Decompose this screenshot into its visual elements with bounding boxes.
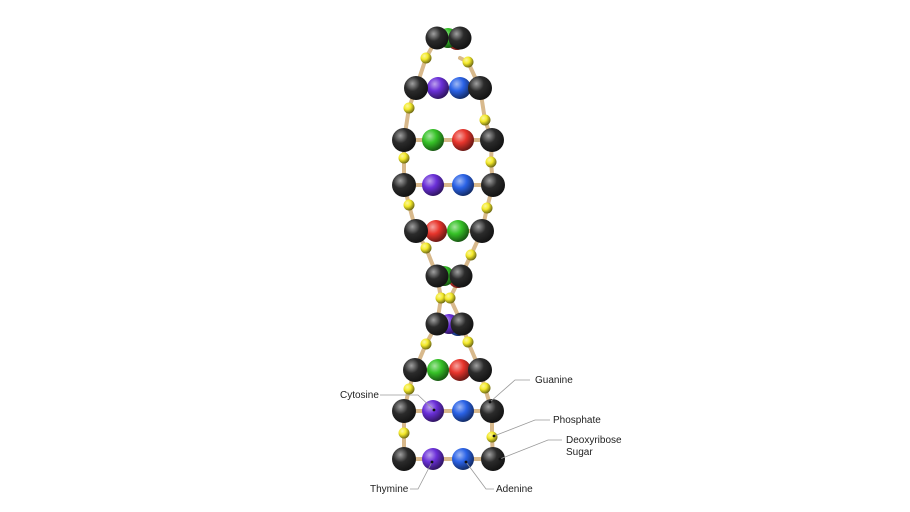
phosphate-ball bbox=[486, 431, 498, 443]
deoxyribose-sugar bbox=[470, 219, 494, 243]
deoxyribose-sugar bbox=[481, 447, 505, 471]
deoxyribose-sugar bbox=[468, 76, 492, 100]
phosphate-ball bbox=[420, 338, 432, 350]
base-thymine bbox=[422, 129, 444, 151]
leader-guanine bbox=[489, 379, 530, 403]
phosphate-ball bbox=[481, 202, 493, 214]
phosphate-ball bbox=[403, 102, 415, 114]
phosphate-ball bbox=[420, 52, 432, 64]
deoxyribose-sugar bbox=[480, 128, 504, 152]
deoxyribose-sugar bbox=[481, 173, 505, 197]
label-phosphate: Phosphate bbox=[553, 415, 601, 426]
base-cytosine bbox=[422, 400, 444, 422]
leader-thymine bbox=[410, 461, 433, 490]
base-cytosine bbox=[427, 77, 449, 99]
labels: Cytosine Guanine Phosphate Deoxyribose S… bbox=[340, 375, 622, 495]
base-guanine bbox=[452, 400, 474, 422]
leader-lines bbox=[380, 379, 562, 490]
label-sugar-line2: Sugar bbox=[566, 447, 593, 458]
leader-cytosine-end bbox=[432, 408, 436, 412]
leader-adenine bbox=[465, 461, 494, 490]
deoxyribose-sugar bbox=[468, 358, 492, 382]
base-guanine bbox=[452, 448, 474, 470]
phosphate-ball bbox=[398, 427, 410, 439]
leader-cytosine bbox=[380, 394, 435, 411]
base-adenine bbox=[425, 220, 447, 242]
phosphate-ball bbox=[462, 336, 474, 348]
base-guanine bbox=[449, 77, 471, 99]
deoxyribose-sugar bbox=[404, 76, 428, 100]
leader-adenine-end bbox=[464, 460, 468, 464]
deoxyribose-sugar bbox=[403, 358, 427, 382]
deoxyribose-sugar bbox=[425, 26, 449, 50]
deoxyribose-sugar bbox=[404, 219, 428, 243]
phosphate-ball bbox=[465, 249, 477, 261]
deoxyribose-sugar bbox=[425, 264, 449, 288]
leader-thymine-end bbox=[430, 460, 434, 464]
deoxyribose-sugar bbox=[425, 312, 449, 336]
phosphate-ball bbox=[398, 152, 410, 164]
deoxyribose-sugar bbox=[392, 447, 416, 471]
phosphate-ball bbox=[403, 199, 415, 211]
base-thymine bbox=[447, 220, 469, 242]
deoxyribose-sugar bbox=[448, 26, 472, 50]
leader-sugar bbox=[499, 439, 562, 460]
phosphate-ball bbox=[485, 156, 497, 168]
backbone-layer bbox=[402, 36, 495, 461]
label-adenine: Adenine bbox=[496, 484, 533, 495]
deoxyribose-sugar bbox=[392, 399, 416, 423]
label-sugar-line1: Deoxyribose bbox=[566, 435, 622, 446]
deoxyribose-sugar bbox=[449, 264, 473, 288]
leader-sugar-end bbox=[498, 457, 502, 461]
base-adenine bbox=[449, 359, 471, 381]
phosphate-ball bbox=[420, 242, 432, 254]
phosphate-ball bbox=[435, 292, 447, 304]
label-thymine: Thymine bbox=[370, 484, 409, 495]
leader-phosphate bbox=[493, 419, 550, 437]
leader-guanine-end bbox=[488, 400, 492, 404]
phosphate-ball bbox=[403, 383, 415, 395]
deoxyribose-sugar bbox=[480, 399, 504, 423]
base-cytosine bbox=[422, 174, 444, 196]
base-cytosine bbox=[422, 448, 444, 470]
spheres-layer bbox=[392, 26, 505, 471]
base-adenine bbox=[452, 129, 474, 151]
phosphate-ball bbox=[479, 114, 491, 126]
label-guanine: Guanine bbox=[535, 375, 573, 386]
phosphate-ball bbox=[444, 292, 456, 304]
leader-phosphate-end bbox=[492, 434, 496, 438]
phosphate-ball bbox=[462, 56, 474, 68]
deoxyribose-sugar bbox=[392, 128, 416, 152]
deoxyribose-sugar bbox=[392, 173, 416, 197]
deoxyribose-sugar bbox=[450, 312, 474, 336]
base-guanine bbox=[452, 174, 474, 196]
phosphate-ball bbox=[479, 382, 491, 394]
base-thymine bbox=[427, 359, 449, 381]
label-cytosine: Cytosine bbox=[340, 390, 379, 401]
